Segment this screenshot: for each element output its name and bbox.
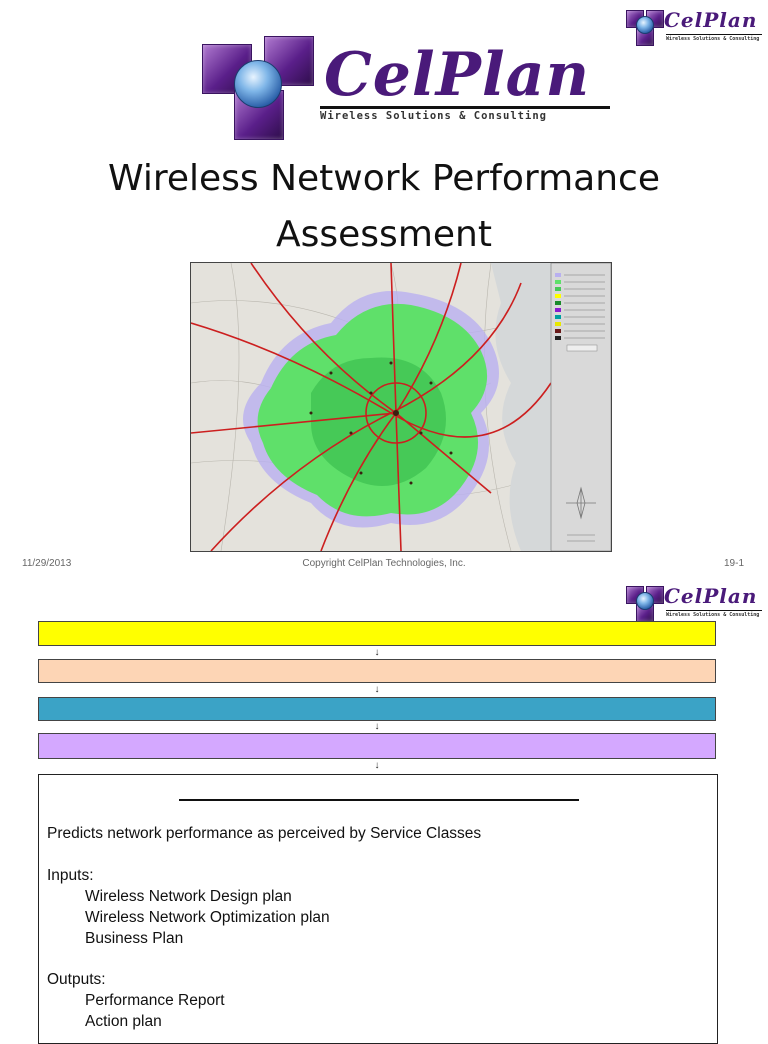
flow-bar-4 [38,733,716,759]
input-item: Wireless Network Design plan [85,888,292,905]
output-item: Action plan [85,1013,162,1030]
arrow-down-icon: ↓ [374,760,380,771]
slide-title-line2: Assessment [276,214,492,255]
logo-cubes-icon [624,6,664,46]
input-item: Wireless Network Optimization plan [85,909,330,926]
heading-rule [179,799,579,801]
logo-wordmark: CelPlan [664,8,758,32]
logo-wordmark: CelPlan [664,584,758,608]
footer-date: 11/29/2013 [22,558,72,569]
arrow-down-icon: ↓ [374,647,380,658]
logo-tagline: Wireless Solutions & Consulting [666,612,760,618]
arrow-down-icon: ↓ [374,721,380,732]
logo-cubes-icon [200,30,320,150]
coverage-map-image [190,262,612,552]
flow-bar-1 [38,621,716,646]
output-item: Performance Report [85,992,225,1009]
flow-bar-3 [38,697,716,721]
slide-title-line1: Wireless Network Performance [108,158,660,199]
input-item: Business Plan [85,930,184,947]
logo-wordmark: CelPlan [324,40,591,110]
outputs-label: Outputs: [47,971,106,988]
celplan-logo-small-top: CelPlan Wireless Solutions & Consulting [624,6,764,46]
coverage-map-graphic [191,263,611,551]
logo-tagline: Wireless Solutions & Consulting [666,36,760,42]
assessment-description-box: Predicts network performance as perceive… [38,774,718,1044]
footer-page-number: 19-1 [724,558,745,569]
arrow-down-icon: ↓ [374,684,380,695]
logo-tagline: Wireless Solutions & Consulting [320,110,547,122]
footer-copyright: Copyright CelPlan Technologies, Inc. [302,558,466,569]
flow-bar-2 [38,659,716,683]
description-text: Predicts network performance as perceive… [47,825,482,842]
celplan-logo-large: CelPlan Wireless Solutions & Consulting [200,30,620,150]
celplan-logo-small-slide2: CelPlan Wireless Solutions & Consulting [624,582,764,622]
logo-cubes-icon [624,582,664,622]
inputs-label: Inputs: [47,867,94,884]
